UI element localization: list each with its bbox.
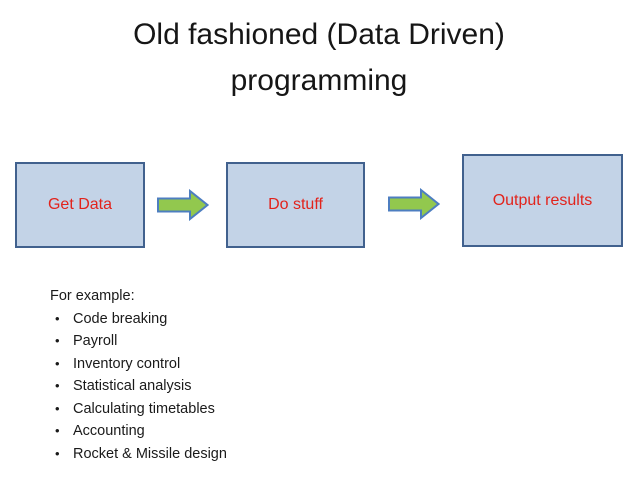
list-item-text: Calculating timetables xyxy=(73,400,215,417)
flow-box-get-data-label: Get Data xyxy=(47,196,113,213)
flow-box-do-stuff-label: Do stuff xyxy=(268,196,323,213)
bullet-icon: • xyxy=(55,310,60,326)
list-item-text: Code breaking xyxy=(73,310,168,327)
list-item-text: Payroll xyxy=(73,333,118,349)
examples-list-block: For example: • Code breaking • Payroll •… xyxy=(50,286,227,465)
bullet-icon: • xyxy=(55,400,60,416)
list-item: • Statistical analysis xyxy=(50,375,227,398)
list-item: • Payroll xyxy=(50,330,227,353)
slide-title-line1: Old fashioned (Data Driven) xyxy=(133,18,505,51)
examples-list: • Code breaking • Payroll • Inventory co… xyxy=(50,308,227,466)
flow-box-output-results: Output results xyxy=(462,154,623,247)
list-item: • Code breaking xyxy=(50,308,227,331)
examples-heading: For example: xyxy=(50,288,135,304)
list-item: • Calculating timetables xyxy=(50,398,227,421)
bullet-icon: • xyxy=(55,445,60,461)
slide-title: Old fashioned (Data Driven) programming xyxy=(0,12,638,104)
flow-box-output-results-label: Output results xyxy=(492,191,593,209)
list-item: • Accounting xyxy=(50,420,227,443)
flow-box-do-stuff: Do stuff xyxy=(226,162,365,248)
slide-title-line2: programming xyxy=(230,64,408,97)
list-item-text: Rocket & Missile design xyxy=(73,445,227,462)
list-item: • Inventory control xyxy=(50,353,227,376)
bullet-icon: • xyxy=(55,423,60,438)
bullet-icon: • xyxy=(55,355,60,371)
flow-arrow-right-icon xyxy=(388,187,441,221)
bullet-icon: • xyxy=(55,378,60,393)
list-item-text: Accounting xyxy=(73,423,145,439)
list-item-text: Statistical analysis xyxy=(73,378,192,394)
list-item: • Rocket & Missile design xyxy=(50,443,227,466)
bullet-icon: • xyxy=(55,333,60,348)
flow-box-get-data: Get Data xyxy=(15,162,145,248)
flow-arrow-right-icon xyxy=(157,188,210,222)
list-item-text: Inventory control xyxy=(73,355,181,372)
